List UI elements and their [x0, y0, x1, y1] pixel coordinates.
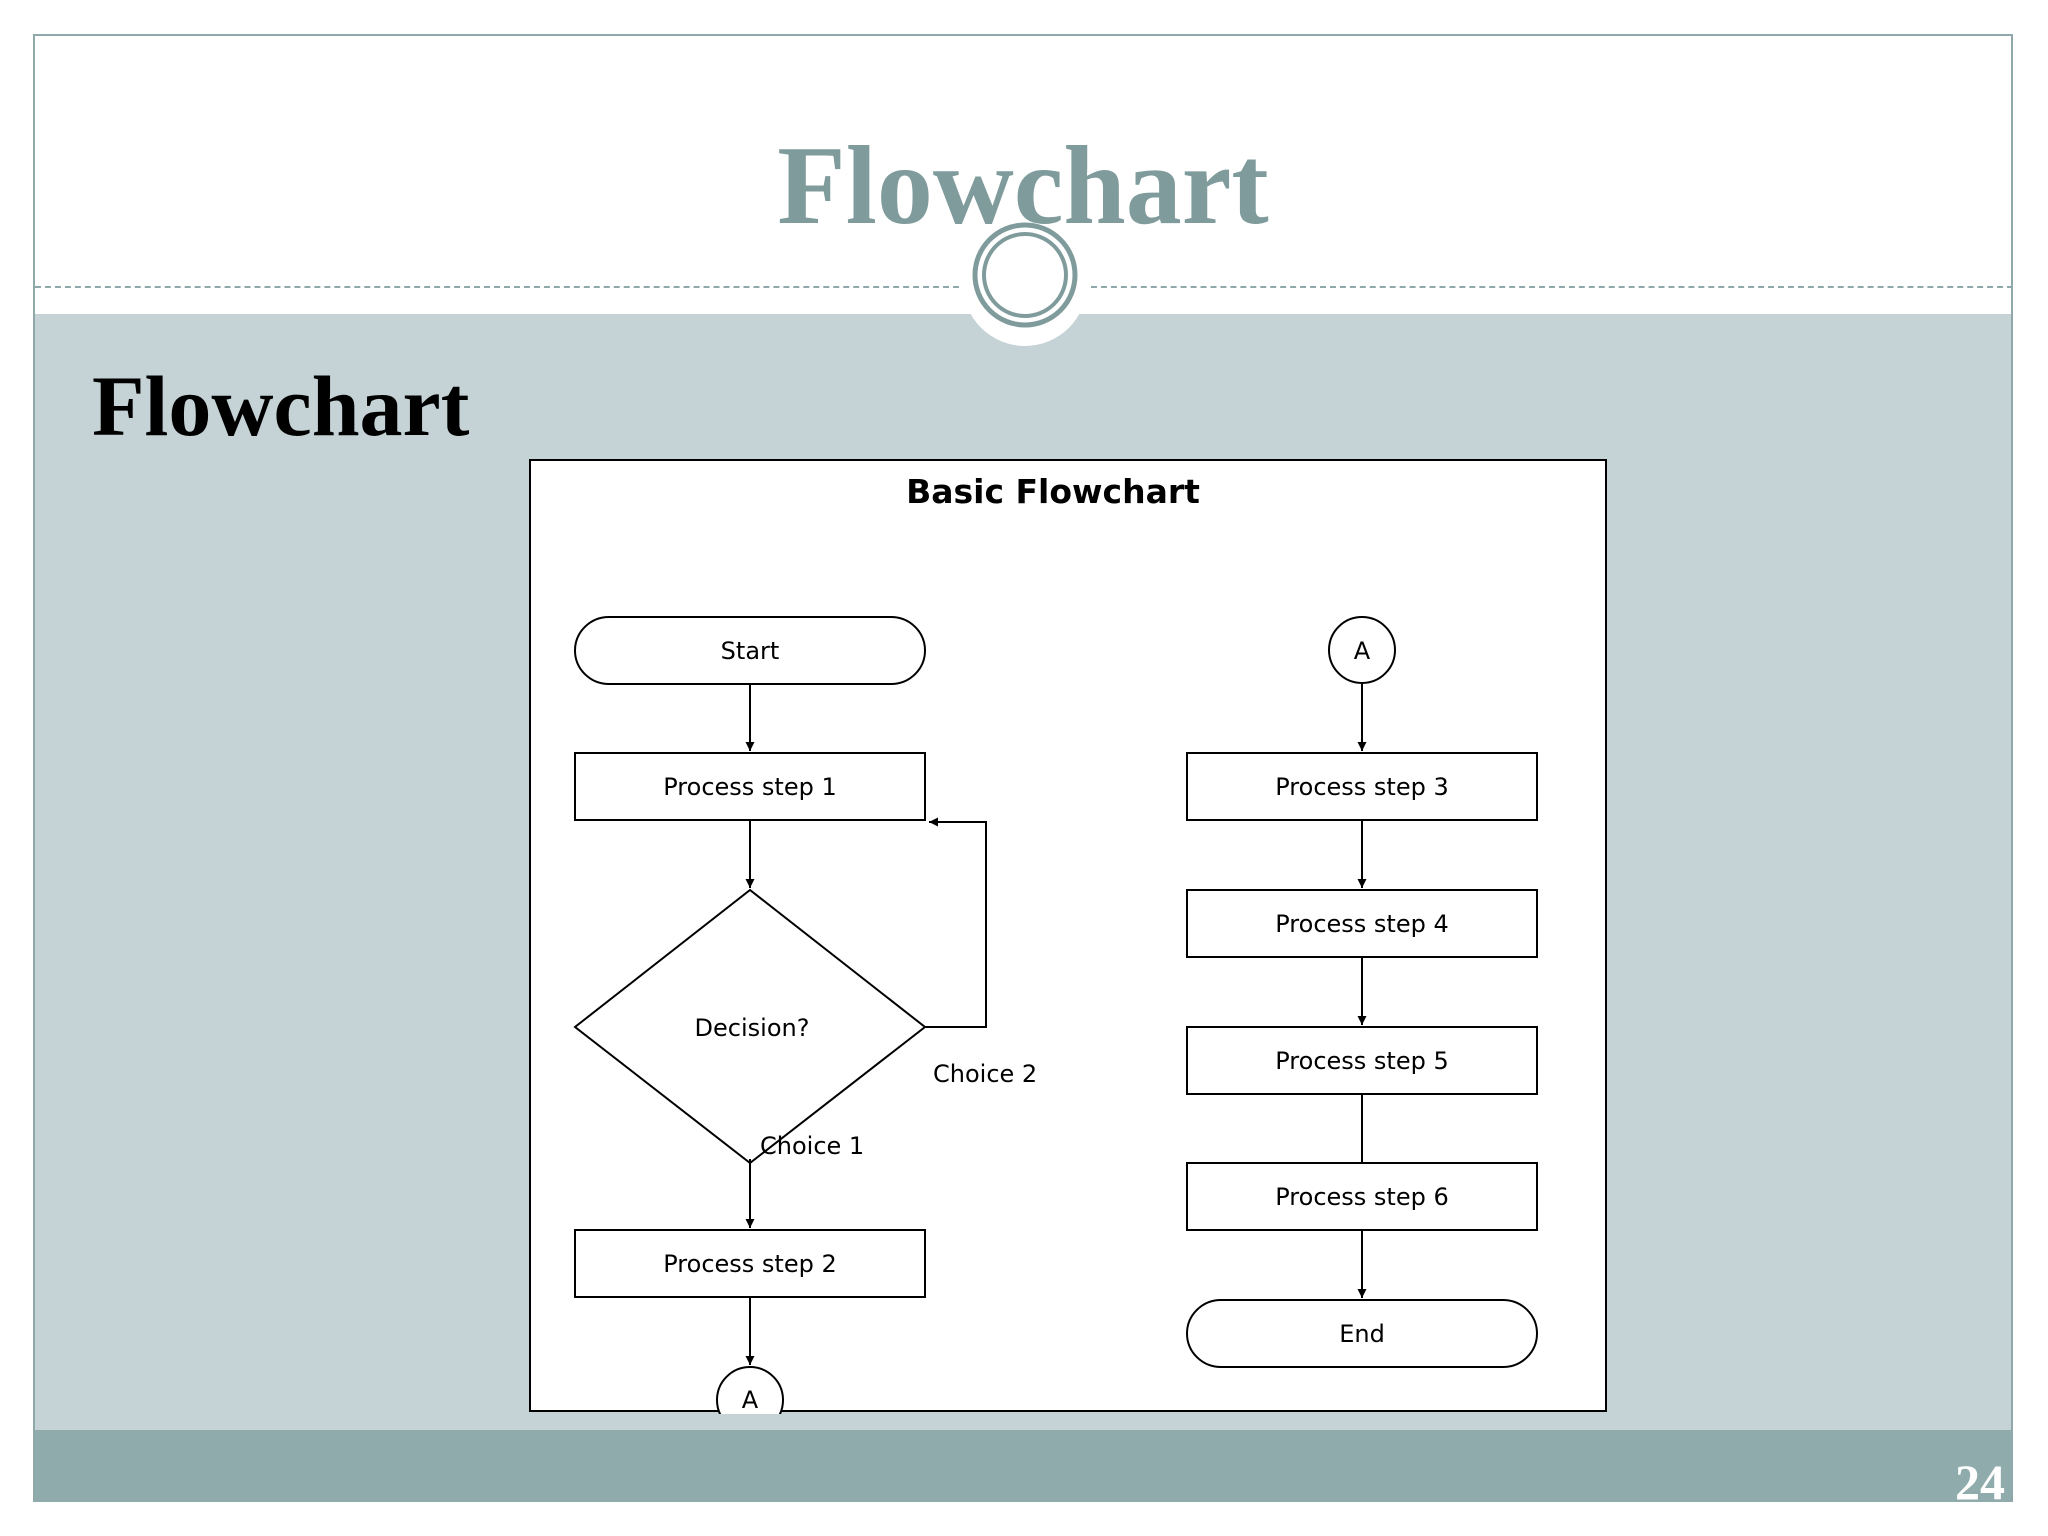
edge-label-choice-1: Choice 1: [760, 1132, 864, 1160]
node-process-step-6-label: Process step 6: [1275, 1183, 1448, 1211]
flowchart-diagram: Basic Flowchart Start Process step 1 Dec…: [529, 459, 1607, 1414]
node-end-label: End: [1339, 1320, 1385, 1348]
node-process-step-2-label: Process step 2: [663, 1250, 836, 1278]
node-process-step-5: Process step 5: [1186, 1026, 1538, 1095]
header-divider-right: [1091, 286, 2013, 288]
node-decision: Decision?: [573, 888, 927, 1165]
node-connector-a-in: A: [1328, 616, 1396, 684]
node-start: Start: [574, 616, 926, 685]
flowchart-canvas: Basic Flowchart Start Process step 1 Dec…: [573, 472, 1538, 1414]
node-process-step-2: Process step 2: [574, 1229, 926, 1298]
page-number: 24: [1955, 1454, 2005, 1510]
node-process-step-6: Process step 6: [1186, 1162, 1538, 1231]
node-connector-a-in-label: A: [1354, 637, 1371, 665]
header-divider-left: [35, 286, 959, 288]
edge-choice2-loop: [925, 817, 987, 1028]
slide-footer: [35, 1430, 2011, 1502]
node-process-step-1: Process step 1: [574, 752, 926, 821]
node-process-step-4: Process step 4: [1186, 889, 1538, 958]
circle-ornament-icon: [963, 222, 1087, 346]
node-decision-label: Decision?: [695, 1014, 810, 1042]
diagram-title: Basic Flowchart: [906, 472, 1200, 511]
node-process-step-3-label: Process step 3: [1275, 773, 1448, 801]
edge-label-choice-2: Choice 2: [933, 1060, 1037, 1088]
slide: Flowchart Flowchart Basic Flowchart Star…: [33, 34, 2013, 1510]
node-connector-a-out-label: A: [742, 1386, 759, 1414]
node-start-label: Start: [721, 637, 780, 665]
node-process-step-3: Process step 3: [1186, 752, 1538, 821]
node-process-step-4-label: Process step 4: [1275, 910, 1448, 938]
node-connector-a-out: A: [716, 1366, 784, 1414]
slide-subtitle: Flowchart: [92, 358, 470, 454]
node-process-step-5-label: Process step 5: [1275, 1047, 1448, 1075]
node-end: End: [1186, 1299, 1538, 1368]
node-process-step-1-label: Process step 1: [663, 773, 836, 801]
